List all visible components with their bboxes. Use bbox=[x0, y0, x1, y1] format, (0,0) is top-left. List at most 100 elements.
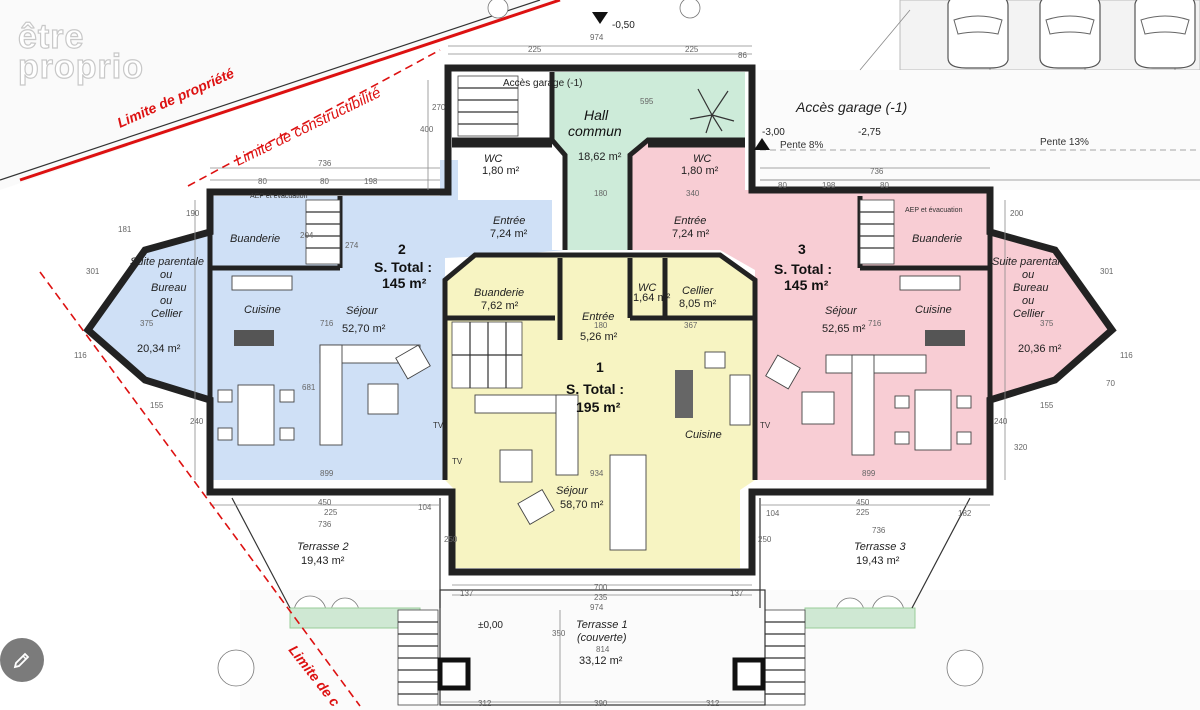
svg-text:80: 80 bbox=[320, 177, 329, 186]
terrasse-3-label: Terrasse 3 bbox=[854, 541, 906, 553]
svg-text:182: 182 bbox=[958, 509, 972, 518]
level-marker-icon bbox=[592, 12, 608, 24]
wc-center-label: WC bbox=[638, 282, 656, 294]
suite-left-area: 20,34 m² bbox=[137, 343, 181, 355]
stair-terrace-right bbox=[764, 609, 806, 706]
unit-1-total-label: S. Total : bbox=[566, 381, 624, 397]
svg-text:204: 204 bbox=[300, 231, 314, 240]
pillar-right bbox=[732, 657, 766, 691]
sejour-right-label: Séjour bbox=[825, 305, 858, 317]
svg-text:104: 104 bbox=[418, 503, 432, 512]
svg-text:80: 80 bbox=[880, 181, 889, 190]
cuisine-center-label: Cuisine bbox=[685, 429, 722, 441]
terrasse-1-label: Terrasse 1 bbox=[576, 619, 628, 631]
slope-b: Pente 13% bbox=[1040, 137, 1089, 148]
unit-3-total-label: S. Total : bbox=[774, 261, 832, 277]
suite-right-line5: Cellier bbox=[1013, 308, 1046, 320]
svg-text:312: 312 bbox=[478, 699, 492, 708]
svg-text:681: 681 bbox=[302, 383, 316, 392]
furniture-unit-1 bbox=[474, 351, 751, 551]
svg-text:200: 200 bbox=[1010, 209, 1024, 218]
svg-text:301: 301 bbox=[86, 267, 100, 276]
unit-1-number: 1 bbox=[596, 359, 604, 375]
hall-fill bbox=[552, 72, 745, 250]
svg-text:899: 899 bbox=[862, 469, 876, 478]
svg-text:250: 250 bbox=[444, 535, 458, 544]
svg-text:70: 70 bbox=[1106, 379, 1115, 388]
suite-right-line1: Suite parentale bbox=[992, 256, 1066, 268]
svg-text:225: 225 bbox=[528, 45, 542, 54]
suite-left-line2: ou bbox=[160, 269, 172, 281]
entree-left-area: 7,24 m² bbox=[490, 228, 528, 240]
svg-text:225: 225 bbox=[856, 508, 870, 517]
furniture-unit-2 bbox=[217, 275, 431, 446]
property-line bbox=[19, 0, 561, 182]
svg-text:240: 240 bbox=[994, 417, 1008, 426]
hall-label-1: Hall bbox=[584, 107, 609, 123]
terrasse-2-label: Terrasse 2 bbox=[297, 541, 349, 553]
suite-right-line2: ou bbox=[1022, 269, 1034, 281]
svg-text:155: 155 bbox=[1040, 401, 1054, 410]
svg-text:716: 716 bbox=[868, 319, 882, 328]
svg-text:974: 974 bbox=[590, 603, 604, 612]
wc-left-area: 1,80 m² bbox=[482, 165, 520, 177]
svg-text:86: 86 bbox=[738, 51, 747, 60]
svg-text:235: 235 bbox=[594, 593, 608, 602]
svg-text:225: 225 bbox=[324, 508, 338, 517]
sejour-left-area: 52,70 m² bbox=[342, 323, 386, 335]
terrasse-1-sub: (couverte) bbox=[577, 632, 627, 644]
tv-label-center: TV bbox=[452, 457, 463, 466]
level-marker-icon-2 bbox=[754, 138, 770, 150]
svg-text:400: 400 bbox=[420, 125, 434, 134]
cuisine-right-label: Cuisine bbox=[915, 304, 952, 316]
svg-text:181: 181 bbox=[118, 225, 132, 234]
terrace-outlines bbox=[231, 497, 971, 706]
svg-text:137: 137 bbox=[730, 589, 744, 598]
sejour-right-area: 52,65 m² bbox=[822, 323, 866, 335]
cellier-center-area: 8,05 m² bbox=[679, 298, 717, 310]
buanderie-center-area: 7,62 m² bbox=[481, 300, 519, 312]
planter-right bbox=[804, 607, 916, 629]
unit-2-total-area: 145 m² bbox=[382, 275, 427, 291]
unit-2-total-label: S. Total : bbox=[374, 259, 432, 275]
stair-unit-1 bbox=[451, 321, 523, 389]
svg-text:312: 312 bbox=[706, 699, 720, 708]
edit-button[interactable] bbox=[0, 638, 44, 682]
svg-text:274: 274 bbox=[345, 241, 359, 250]
suite-left-line1: Suite parentale bbox=[130, 256, 204, 268]
svg-text:198: 198 bbox=[822, 181, 836, 190]
sejour-center-area: 58,70 m² bbox=[560, 499, 604, 511]
interior-walls bbox=[207, 72, 993, 480]
svg-text:104: 104 bbox=[766, 509, 780, 518]
stair-unit-3 bbox=[859, 199, 895, 265]
stair-garage bbox=[457, 75, 519, 137]
svg-text:137: 137 bbox=[460, 589, 474, 598]
watermark-line1: être bbox=[18, 18, 84, 56]
suite-right-line4: ou bbox=[1022, 295, 1034, 307]
cellier-center-label: Cellier bbox=[682, 285, 715, 297]
entree-center-label: Entrée bbox=[582, 311, 614, 323]
svg-text:375: 375 bbox=[140, 319, 154, 328]
svg-text:736: 736 bbox=[318, 159, 332, 168]
svg-text:716: 716 bbox=[320, 319, 334, 328]
svg-text:180: 180 bbox=[594, 321, 608, 330]
svg-text:367: 367 bbox=[684, 321, 698, 330]
pencil-icon bbox=[13, 652, 30, 669]
svg-text:375: 375 bbox=[1040, 319, 1054, 328]
svg-text:340: 340 bbox=[686, 189, 700, 198]
suite-right-line3: Bureau bbox=[1013, 282, 1048, 294]
suite-left-line5: Cellier bbox=[151, 308, 184, 320]
svg-text:301: 301 bbox=[1100, 267, 1114, 276]
level-terrace: ±0,00 bbox=[478, 620, 503, 631]
level-drive-right: -2,75 bbox=[858, 127, 881, 138]
svg-text:736: 736 bbox=[872, 526, 886, 535]
svg-text:190: 190 bbox=[186, 209, 200, 218]
svg-text:974: 974 bbox=[590, 33, 604, 42]
entree-left-label: Entrée bbox=[493, 215, 525, 227]
terrasse-1-area: 33,12 m² bbox=[579, 655, 623, 667]
pillar-left bbox=[437, 657, 471, 691]
svg-text:450: 450 bbox=[318, 498, 332, 507]
sejour-center-label: Séjour bbox=[556, 485, 589, 497]
svg-text:250: 250 bbox=[758, 535, 772, 544]
suite-right-area: 20,36 m² bbox=[1018, 343, 1062, 355]
